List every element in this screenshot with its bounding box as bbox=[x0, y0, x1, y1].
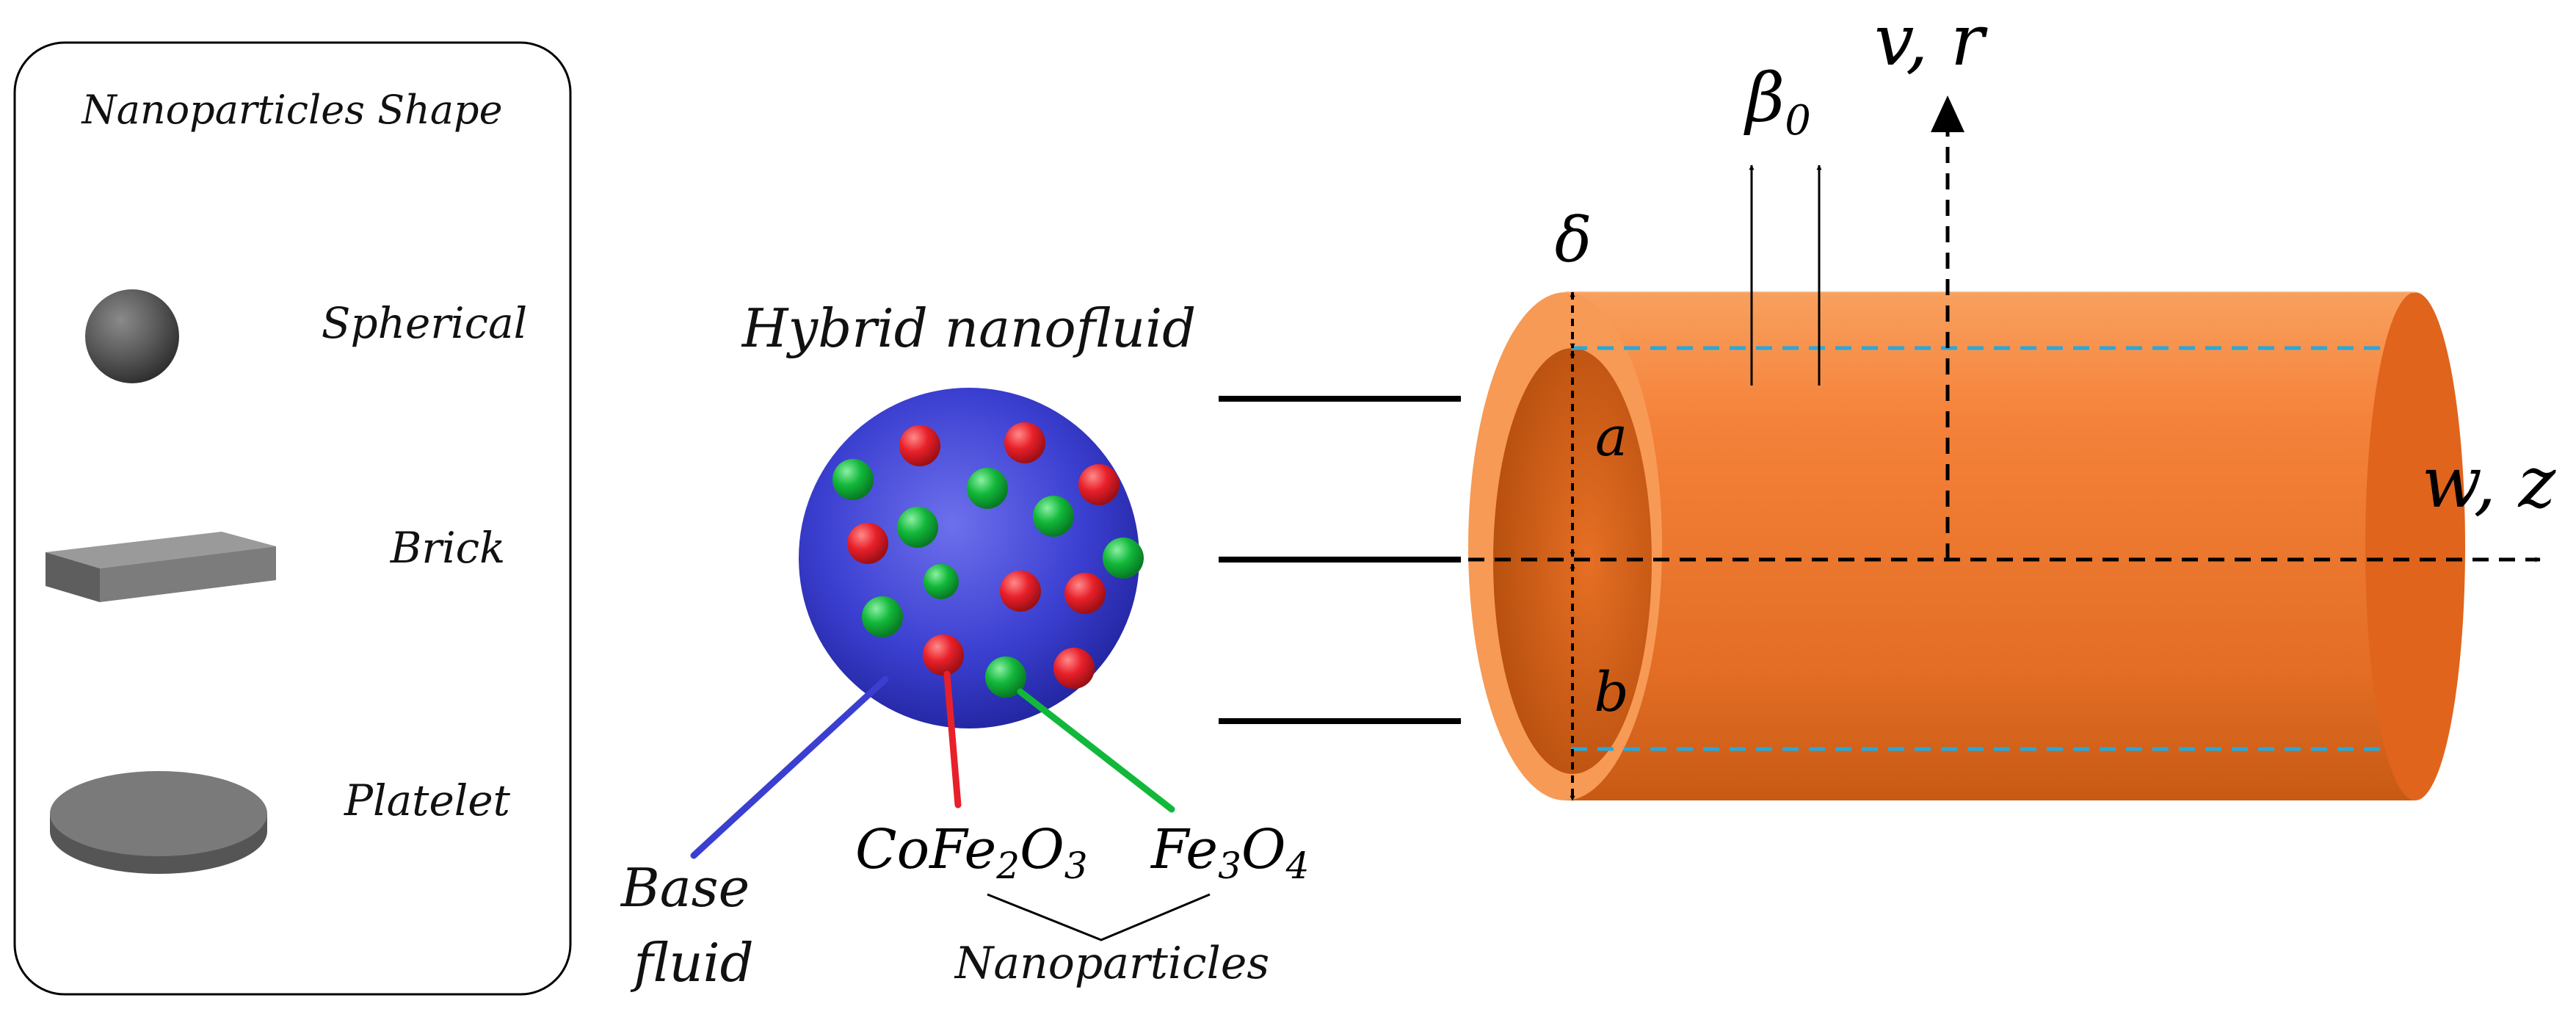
sphere-icon bbox=[85, 289, 179, 383]
particle-green bbox=[862, 596, 903, 637]
beta-label: β0 bbox=[1744, 59, 1811, 145]
fe3o4-sub1: 3 bbox=[1218, 844, 1241, 887]
particle-red bbox=[847, 523, 888, 564]
particle-green bbox=[967, 468, 1008, 509]
fe3o4-mid: O bbox=[1241, 818, 1286, 881]
fe3o4-sub2: 4 bbox=[1285, 844, 1310, 887]
base-fluid-label-line2: fluid bbox=[630, 932, 754, 994]
nanofluid-title: Hybrid nanofluid bbox=[741, 297, 1197, 359]
base-fluid-pointer bbox=[690, 676, 889, 859]
vr-label: v, r bbox=[1874, 0, 1988, 82]
wz-label: w, z bbox=[2422, 441, 2557, 524]
particle-green bbox=[897, 507, 938, 548]
cylinder-far-end bbox=[2365, 292, 2465, 800]
vr-axis-arrowhead bbox=[1931, 95, 1964, 132]
particle-red bbox=[1064, 573, 1106, 614]
hybrid-nanofluid: Hybrid nanofluid Base fluid bbox=[620, 297, 1310, 994]
base-fluid-droplet bbox=[799, 388, 1139, 728]
base-fluid-label: Base fluid bbox=[620, 857, 766, 994]
legend-title: Nanoparticles Shape bbox=[80, 87, 502, 133]
legend-frame bbox=[13, 41, 572, 996]
particle-red bbox=[899, 425, 940, 466]
shape-legend: Nanoparticles Shape Spherical Brick Plat… bbox=[13, 41, 572, 996]
particle-green bbox=[832, 459, 874, 500]
cofe2o3-label: CoFe2O3 bbox=[855, 818, 1088, 887]
inflow-arrows bbox=[1219, 396, 1462, 724]
platelet-icon bbox=[50, 771, 267, 874]
particle-red bbox=[1004, 422, 1045, 463]
cofe2o3-particles bbox=[847, 422, 1120, 689]
legend-label-platelet: Platelet bbox=[344, 775, 511, 825]
fe3o4-base: Fe bbox=[1150, 818, 1218, 881]
cofe2o3-sub2: 3 bbox=[1064, 844, 1088, 887]
cylinder-inner-bore bbox=[1493, 348, 1652, 774]
particle-red bbox=[1000, 571, 1041, 612]
fe3o4-pointer bbox=[1017, 688, 1175, 813]
legend-label-brick: Brick bbox=[390, 523, 506, 573]
particle-green bbox=[1033, 496, 1074, 537]
fe3o4-label: Fe3O4 bbox=[1150, 818, 1309, 887]
particle-red bbox=[1053, 648, 1095, 689]
a-label: a bbox=[1595, 405, 1628, 469]
nanoparticles-label: Nanoparticles bbox=[954, 938, 1269, 989]
particle-red bbox=[1078, 464, 1120, 505]
fe3o4-particles bbox=[832, 459, 1144, 698]
brick-icon bbox=[46, 532, 276, 602]
particle-green bbox=[985, 657, 1026, 698]
cofe2o3-pointer bbox=[943, 670, 962, 809]
particle-green bbox=[1103, 538, 1144, 579]
beta-subscript: 0 bbox=[1785, 97, 1811, 145]
cofe2o3-sub1: 2 bbox=[995, 844, 1020, 887]
nanoparticles-bracket bbox=[987, 893, 1211, 941]
base-fluid-label-line1: Base bbox=[620, 857, 750, 919]
cofe2o3-base: CoFe bbox=[855, 818, 996, 881]
particle-red bbox=[923, 634, 964, 676]
cylinder-body bbox=[1565, 292, 2415, 800]
annular-cylinder: δ a b β0 v, r w, z bbox=[1468, 0, 2557, 801]
particle-green bbox=[924, 564, 959, 599]
cofe2o3-mid: O bbox=[1020, 818, 1064, 881]
delta-label: δ bbox=[1555, 204, 1592, 276]
legend-label-spherical: Spherical bbox=[322, 298, 527, 348]
beta-symbol: β bbox=[1744, 59, 1785, 137]
b-label: b bbox=[1594, 661, 1628, 724]
